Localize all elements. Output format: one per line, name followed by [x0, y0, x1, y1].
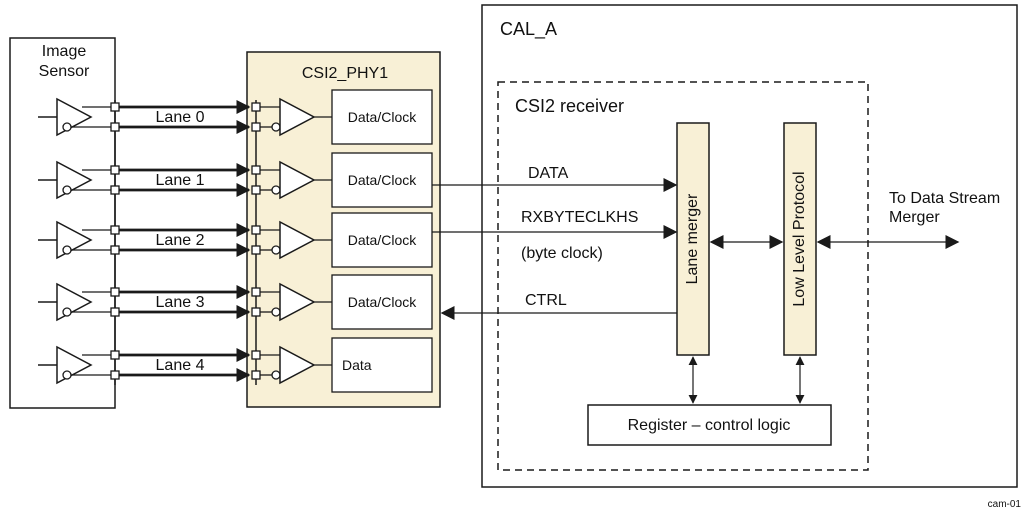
- phy-lane-block-label: Data/Clock: [348, 232, 417, 248]
- output-label-line2: Merger: [889, 209, 940, 226]
- lane-label: Lane 0: [156, 109, 205, 126]
- lane-label: Lane 2: [156, 232, 205, 249]
- phy-receiver-bubble: [271, 185, 281, 195]
- phy-pin: [251, 245, 261, 255]
- phy-receiver-bubble: [271, 122, 281, 132]
- clock-signal-note: (byte clock): [521, 245, 603, 262]
- register-control-logic-label: Register – control logic: [628, 417, 791, 434]
- lanes: Lane 0 Lane 1 Lane 2 Lane 3 Lane 4: [119, 100, 251, 382]
- phy-pin: [251, 287, 261, 297]
- image-sensor-title-line2: Sensor: [39, 63, 90, 80]
- phy-receiver-bubble: [271, 245, 281, 255]
- data-signal-label: DATA: [528, 165, 569, 182]
- image-sensor-box: [9, 37, 116, 409]
- phy-lane-block: [331, 89, 433, 145]
- sensor-pin: [110, 122, 120, 132]
- phy-lane-block: [331, 152, 433, 208]
- sensor-driver-bubble: [62, 307, 72, 317]
- phy-receiver-triangle: [279, 97, 316, 137]
- output-label-line1: To Data Stream: [889, 190, 1000, 207]
- low-level-protocol-block: [783, 122, 817, 356]
- phy-pin: [251, 350, 261, 360]
- sensor-pin: [110, 307, 120, 317]
- lane-label: Lane 1: [156, 172, 205, 189]
- lane-merger-label: Lane merger: [684, 193, 701, 284]
- phy-lane-block: [331, 274, 433, 330]
- sensor-pin: [110, 165, 120, 175]
- sensor-pin: [110, 287, 120, 297]
- sensor-driver-bubble: [62, 122, 72, 132]
- phy-pin: [251, 185, 261, 195]
- sensor-pin: [110, 245, 120, 255]
- phy-pin: [251, 165, 261, 175]
- phy-lane-block-label: Data/Clock: [348, 109, 417, 125]
- ctrl-signal-label: CTRL: [525, 292, 567, 309]
- phy-pin: [251, 307, 261, 317]
- sensor-pin: [110, 350, 120, 360]
- sensor-driver-bubble: [62, 370, 72, 380]
- phy-receiver-triangle: [279, 282, 316, 322]
- phy-receiver-triangle: [279, 220, 316, 260]
- phy-receiver-bubble: [271, 370, 281, 380]
- phy-pin: [251, 122, 261, 132]
- sensor-driver-bubble: [62, 245, 72, 255]
- phy-lane-block-label: Data/Clock: [348, 172, 417, 188]
- low-level-protocol-label: Low Level Protocol: [791, 171, 808, 306]
- phy-lane-block-label: Data/Clock: [348, 294, 417, 310]
- csi2-receiver-title: CSI2 receiver: [515, 96, 624, 116]
- cal-a-box: [481, 4, 1018, 488]
- lane-label: Lane 4: [156, 357, 205, 374]
- phy-receiver-triangle: [279, 160, 316, 200]
- phy-lane-block: [331, 337, 433, 393]
- phy-lane-block: [331, 212, 433, 268]
- csi2-receiver-box: [497, 81, 869, 471]
- phy-pin: [251, 102, 261, 112]
- phy-pin: [251, 225, 261, 235]
- lane-merger-block: [676, 122, 710, 356]
- phy-title: CSI2_PHY1: [302, 65, 388, 82]
- phy-receiver-triangle: [279, 345, 316, 385]
- phy-receiver-bubble: [271, 307, 281, 317]
- sensor-driver-bubble: [62, 185, 72, 195]
- clock-signal-label: RXBYTECLKHS: [521, 209, 638, 226]
- register-control-logic-block: [587, 404, 832, 446]
- phy-lane-block-label: Data: [342, 357, 372, 373]
- image-sensor-title-line1: Image: [42, 43, 87, 60]
- sensor-pin: [110, 370, 120, 380]
- cal-a-title: CAL_A: [500, 19, 557, 40]
- sensor-drivers: [38, 97, 120, 385]
- lane-label: Lane 3: [156, 294, 205, 311]
- figure-id: cam-01: [988, 499, 1022, 510]
- phy-pin: [251, 370, 261, 380]
- sensor-pin: [110, 185, 120, 195]
- sensor-pin: [110, 225, 120, 235]
- phy-receivers: Data/ClockData/ClockData/ClockData/Clock…: [251, 89, 433, 393]
- sensor-pin: [110, 102, 120, 112]
